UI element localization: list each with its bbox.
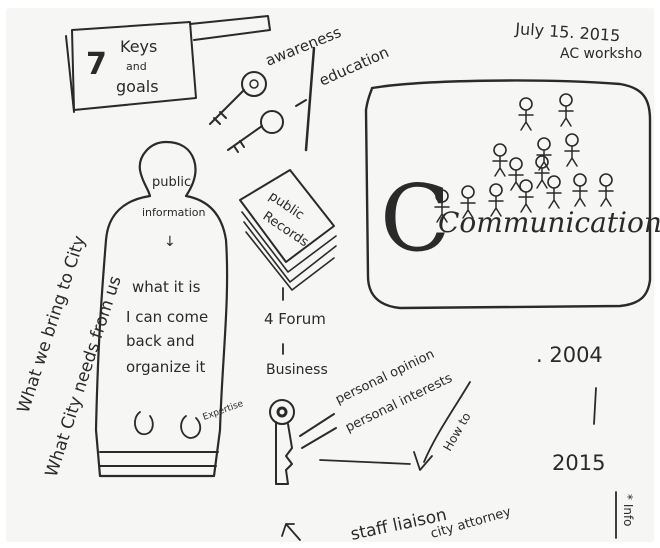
figure-text-what: what it is <box>132 278 201 296</box>
stick-person-icon <box>559 94 573 126</box>
education-label: education <box>316 43 391 90</box>
stick-person-icon <box>565 134 579 166</box>
figure-text-back: back and <box>126 332 195 350</box>
stick-person-icon <box>547 176 561 208</box>
figure-text-information: information <box>142 206 206 219</box>
stick-person-icon <box>509 158 523 190</box>
stick-person-icon <box>535 156 549 188</box>
awareness-label: awareness <box>263 23 344 70</box>
divider-line <box>306 48 314 150</box>
hand-label: Expertise <box>202 399 246 423</box>
stick-person-icon <box>493 144 507 176</box>
timeline-line <box>594 388 596 424</box>
figure-text-organize: organize it <box>126 358 206 376</box>
figure-text-public: public <box>152 175 191 190</box>
how-to-label: How to <box>440 410 473 453</box>
key-icon <box>210 72 266 124</box>
timeline-end: 2015 <box>552 451 605 475</box>
figure-text-come: I can come <box>126 308 208 326</box>
stick-person-icon <box>537 138 551 170</box>
timeline-start: . 2004 <box>536 343 603 367</box>
event-text: AC worksho <box>560 46 642 62</box>
keys-number: 7 <box>86 47 107 82</box>
key-icon <box>270 400 294 484</box>
and-label: and <box>126 60 147 73</box>
date-text: July 15. 2015 <box>514 19 621 45</box>
communication-word: Communication <box>438 206 660 239</box>
business-label: Business <box>266 362 328 378</box>
keys-label: Keys <box>120 37 157 56</box>
figure-text-arrow: ↓ <box>164 234 176 250</box>
stick-person-icon <box>573 174 587 206</box>
forum-label: 4 Forum <box>264 310 326 328</box>
people-group <box>435 94 613 222</box>
stick-person-icon <box>599 174 613 206</box>
goals-label: goals <box>116 77 159 96</box>
key-icon <box>228 111 283 152</box>
stick-person-icon <box>519 98 533 130</box>
corner-note: * Info <box>621 494 635 527</box>
keys-goals-box: 7 Keys and goals <box>66 16 270 112</box>
